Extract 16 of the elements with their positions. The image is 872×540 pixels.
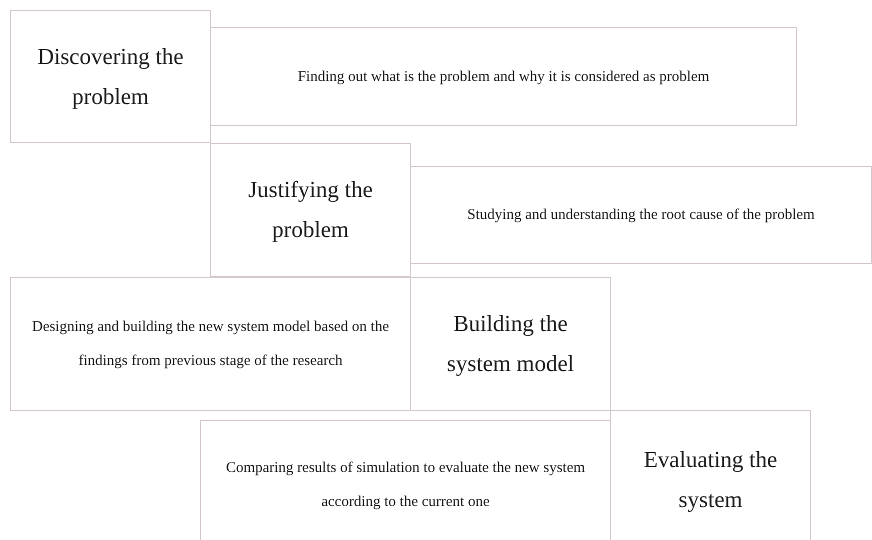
stage-title: Discovering the problem — [36, 42, 185, 111]
stage-box — [410, 277, 611, 411]
stage-description: Finding out what is the problem and why it is considered as problem — [298, 68, 710, 86]
description-box — [10, 277, 411, 411]
description-box — [200, 420, 611, 540]
stage-title: Building the system model — [446, 310, 576, 378]
description-box — [410, 166, 872, 264]
stage-box — [10, 10, 211, 143]
description-box — [210, 27, 797, 126]
stage-title: Evaluating the system — [642, 446, 778, 514]
stage-box — [210, 143, 411, 277]
stage-title: Justifying the problem — [247, 176, 374, 244]
stage-description: Studying and understanding the root cause of the problem — [467, 206, 815, 225]
stage-description: Designing and building the new system model based on the findings from previous stage of the research — [30, 318, 390, 371]
stage-description: Comparing results of simulation to evaluate the new system according to the current one — [224, 459, 586, 512]
stage-box — [610, 410, 811, 540]
